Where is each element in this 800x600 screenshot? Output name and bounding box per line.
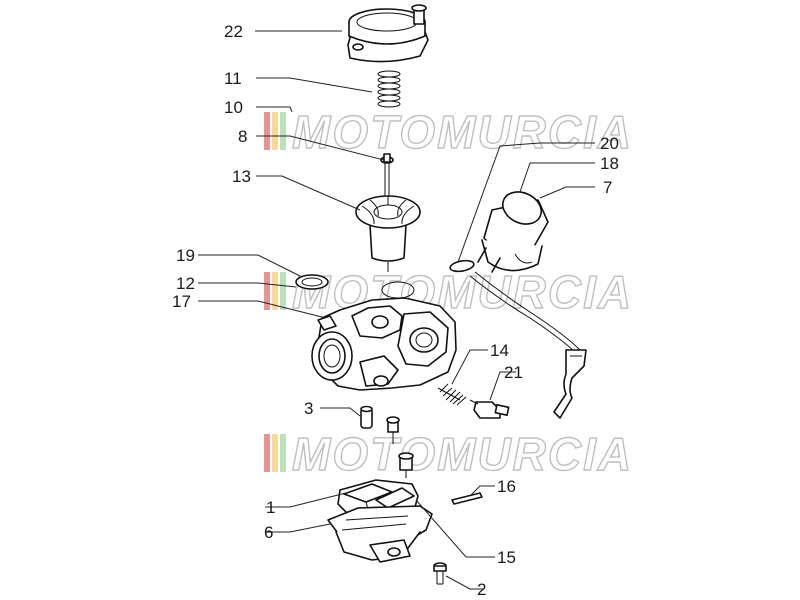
watermark-text: MOTOMURCIA: [292, 106, 633, 158]
callout-12: 12: [176, 274, 195, 293]
callout-11: 11: [224, 69, 242, 88]
part-20-clip: [449, 259, 475, 273]
watermark-top: MOTOMURCIA: [264, 105, 633, 159]
part-2-screw: [433, 562, 447, 585]
callout-8: 8: [238, 127, 247, 146]
part-18-choke: [477, 191, 549, 273]
callout-17: 17: [172, 292, 191, 311]
callout-15: 15: [497, 548, 516, 567]
part-22-top-cover: [347, 4, 429, 63]
leader-lines: [198, 30, 595, 590]
watermark-middle: MOTOMURCIA: [264, 265, 632, 319]
callout-10: 10: [224, 98, 243, 117]
callout-1: 1: [266, 498, 275, 517]
part-17-carburetor-body: [311, 281, 457, 391]
watermark-bottom: MOTOMURCIA: [264, 427, 633, 481]
part-11-spring: [377, 70, 401, 108]
part-8-needle: [380, 153, 394, 198]
callout-16: 16: [497, 477, 516, 496]
part-19-oring: [295, 274, 329, 290]
watermark-text: MOTOMURCIA: [292, 428, 633, 480]
callout-13: 13: [232, 167, 251, 186]
callout-18: 18: [600, 154, 619, 173]
callout-7: 7: [603, 178, 612, 197]
choke-wire: [469, 271, 587, 419]
callout-22: 22: [224, 22, 243, 41]
part-6-float-bowl: [327, 505, 433, 563]
part-16-pin: [451, 492, 483, 505]
callout-2: 2: [477, 580, 486, 599]
part-3-jet: [360, 405, 373, 429]
callout-21: 21: [504, 363, 523, 382]
callout-20: 20: [600, 134, 619, 153]
callout-19: 19: [176, 246, 195, 265]
part-13-diaphragm-slide: [355, 195, 421, 272]
small-nozzle: [386, 416, 414, 478]
part-21-screw: [469, 399, 510, 419]
callout-6: 6: [264, 523, 273, 542]
part-14-spring: [437, 383, 467, 406]
callout-labels: 22 11 10 8 13 20 18 7 19 12 17 14 21 3 1…: [172, 22, 619, 599]
callout-3: 3: [304, 399, 313, 418]
callout-14: 14: [490, 341, 509, 360]
